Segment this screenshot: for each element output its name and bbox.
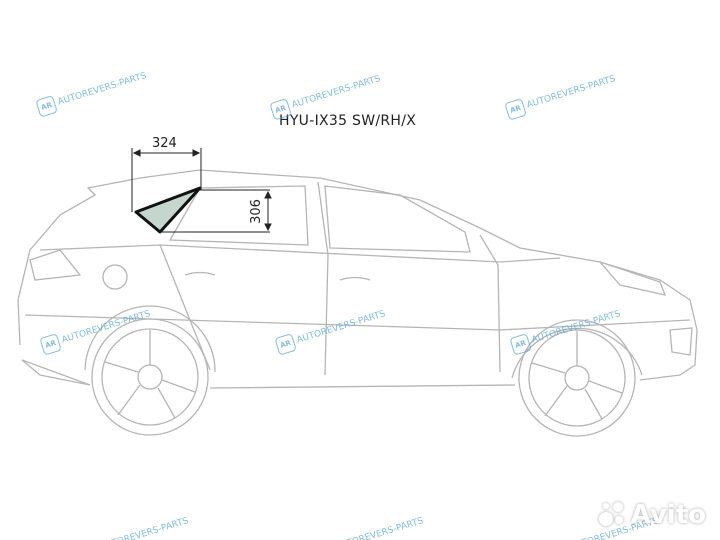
front-wheel <box>518 319 636 437</box>
rear-wheel <box>91 318 209 436</box>
quarter-glass <box>134 186 202 234</box>
part-code-title: HYU-IX35 SW/RH/X <box>279 113 417 129</box>
width-dimension-label: 324 <box>152 136 177 151</box>
height-dimension-label: 306 <box>248 199 264 224</box>
avito-logo-text: Avito <box>630 500 706 530</box>
avito-dots-icon <box>597 500 627 530</box>
avito-logo: Avito <box>597 500 706 530</box>
car-body <box>17 169 698 389</box>
